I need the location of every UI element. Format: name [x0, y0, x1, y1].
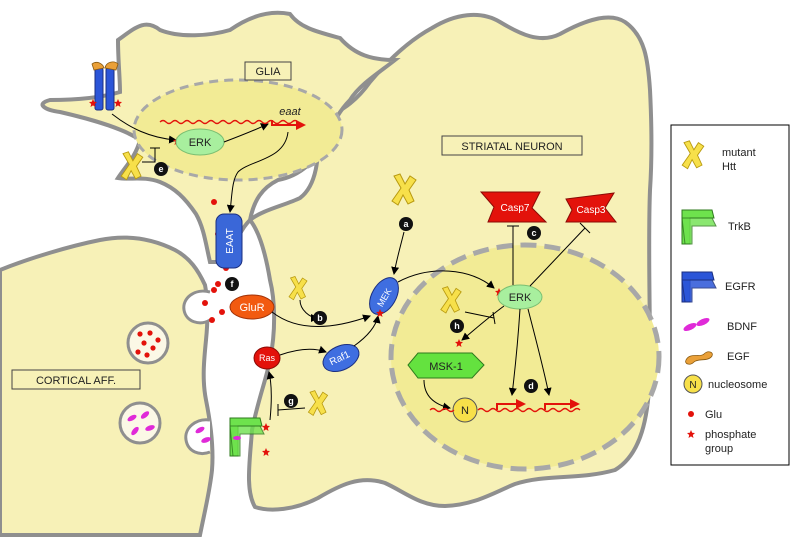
step-b-marker: [313, 311, 327, 325]
legend-mutant-htt-label: mutant Htt: [722, 147, 759, 173]
inhibition-htt-g: [277, 407, 306, 411]
step-h-marker: [450, 319, 464, 333]
raf1: [322, 343, 360, 373]
striatal-dna: [429, 407, 581, 413]
arrow-ras-to-raf1: [279, 345, 327, 356]
striatal-neuron-label-box: [441, 135, 583, 156]
legend-nucleosome-icon: [683, 374, 703, 394]
step-g-label: g: [288, 396, 294, 406]
arrow-msk1-to-nucleosome: [423, 379, 451, 411]
legend-nucleosome-label: nucleosome: [708, 379, 767, 391]
step-b-label: b: [317, 313, 323, 323]
casp3: [565, 192, 618, 223]
step-a-marker: [399, 217, 413, 231]
legend-glu-icon: [688, 411, 694, 417]
glia-label-box: [244, 61, 292, 81]
eaat-gene-label: eaat: [279, 106, 301, 118]
gene-promoter-arrow-1: [496, 399, 526, 410]
cortical-afferent-label: CORTICAL AFF.: [36, 375, 116, 387]
striatal-nucleosome-label: N: [461, 405, 469, 417]
arrow-eaat-gene-to-transporter: [226, 131, 289, 213]
arrow-glur-to-mek: [271, 311, 371, 327]
legend-phosphate-label: phosphate group: [705, 429, 759, 455]
legend-egf-label: EGF: [727, 351, 750, 363]
step-d-marker: [524, 379, 538, 393]
msk1: [407, 352, 485, 379]
step-e-label: e: [158, 164, 163, 174]
step-c-marker: [527, 226, 541, 240]
legend-phosphate-line2: group: [705, 443, 733, 455]
arrow-erk-to-msk1: [461, 305, 505, 341]
legend-trkb-icon: [681, 209, 717, 245]
glia-label: GLIA: [255, 66, 281, 78]
casp3-label: Casp3: [577, 205, 606, 216]
bdnf-vesicle: [118, 401, 162, 445]
glu-vesicle-content: [135, 330, 161, 358]
glur-label: GluR: [239, 302, 264, 314]
eaat-label: EAAT: [225, 228, 236, 253]
glia-erk-label: ERK: [189, 137, 212, 149]
arrow-raf1-to-mek: [353, 315, 381, 347]
striatal-erk-label: ERK: [509, 292, 532, 304]
trkb-receptor: [229, 417, 270, 457]
arrow-erk-to-gene-2: [527, 308, 552, 396]
glur-receptor: [229, 294, 275, 320]
legend-mutant-htt-line2: Htt: [722, 161, 736, 173]
legend-egfr-label: EGFR: [725, 281, 756, 293]
step-e-marker: [154, 162, 168, 176]
step-a-label: a: [403, 219, 409, 229]
striatal-nucleosome: [452, 397, 478, 423]
ras: [253, 346, 281, 370]
glia-nucleus: [132, 78, 344, 182]
arrow-egfr-to-erk: [111, 113, 177, 144]
legend-glu-label: Glu: [705, 409, 722, 421]
legend-phosphate-line1: phosphate: [705, 429, 756, 441]
arrow-trkb-to-ras: [266, 371, 275, 421]
step-f-label: f: [231, 279, 235, 289]
striatal-neuron-label: STRIATAL NEURON: [461, 141, 562, 153]
step-c-label: c: [531, 228, 536, 238]
vesicle-fusion-glu: [182, 289, 211, 325]
inhibition-erk-casp3: [529, 227, 586, 287]
inhibition-htt-glia-erk: [142, 148, 156, 163]
glia-dna: [159, 119, 299, 125]
casp7: [479, 191, 548, 223]
egfr-receptor: [89, 61, 122, 111]
arrow-htt-a-to-mek: [391, 231, 405, 275]
eaat-gene-arrow: [271, 120, 306, 130]
step-d-label: d: [528, 381, 534, 391]
legend-nucleosome-symbol: N: [689, 380, 696, 391]
legend-bdnf-icon: [683, 317, 710, 332]
step-f-marker: [225, 277, 239, 291]
legend-trkb-label: TrkB: [728, 221, 751, 233]
casp7-label: Casp7: [501, 203, 530, 214]
legend-egfr-icon: [681, 271, 717, 303]
arrow-erk-to-gene-1: [508, 308, 521, 396]
legend-bdnf-label: BDNF: [727, 321, 757, 333]
gene-promoter-arrow-2: [544, 399, 580, 410]
legend-mutant-htt-line1: mutant: [722, 147, 756, 159]
arrow-mek-to-erk: [397, 270, 495, 289]
released-bdnf: [195, 426, 211, 443]
arrow-erk-to-eaat: [223, 123, 269, 143]
mek: [369, 277, 399, 315]
cortical-afferent-label-box: [11, 369, 141, 390]
msk1-label: MSK-1: [429, 361, 463, 373]
bdnf-vesicle-content: [127, 411, 155, 436]
step-g-marker: [284, 394, 298, 408]
eaat-transporter: [215, 213, 243, 269]
ras-label: Ras: [259, 353, 276, 363]
step-h-label: h: [454, 321, 460, 331]
legend-egf-icon: [685, 351, 713, 365]
